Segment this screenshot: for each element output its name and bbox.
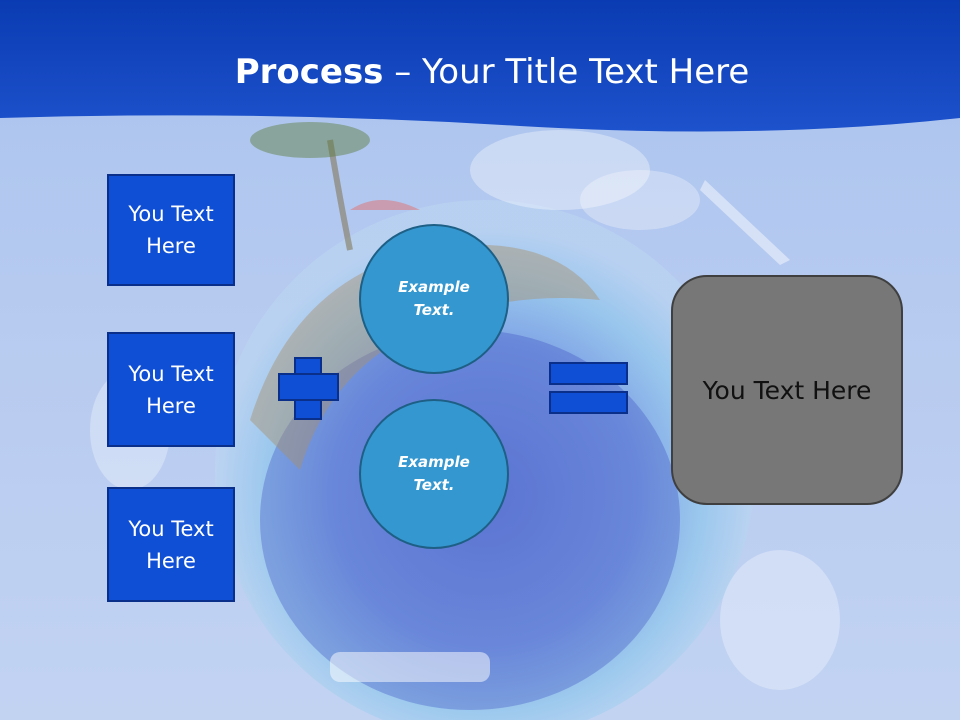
example-circle-2[interactable]: Example Text. [359,399,509,549]
title-bold: Process [234,52,384,92]
result-box[interactable]: You Text Here [671,275,903,505]
plus-horizontal-bar [278,373,339,401]
equals-top-bar [549,362,628,385]
slide-title: Process – Your Title Text Here [0,52,960,92]
example-circle-1[interactable]: Example Text. [359,224,509,374]
text-box-1[interactable]: You Text Here [107,174,235,286]
title-rest: – Your Title Text Here [383,52,750,92]
text-box-2[interactable]: You Text Here [107,332,235,447]
text-box-3[interactable]: You Text Here [107,487,235,602]
equals-bottom-bar [549,391,628,414]
